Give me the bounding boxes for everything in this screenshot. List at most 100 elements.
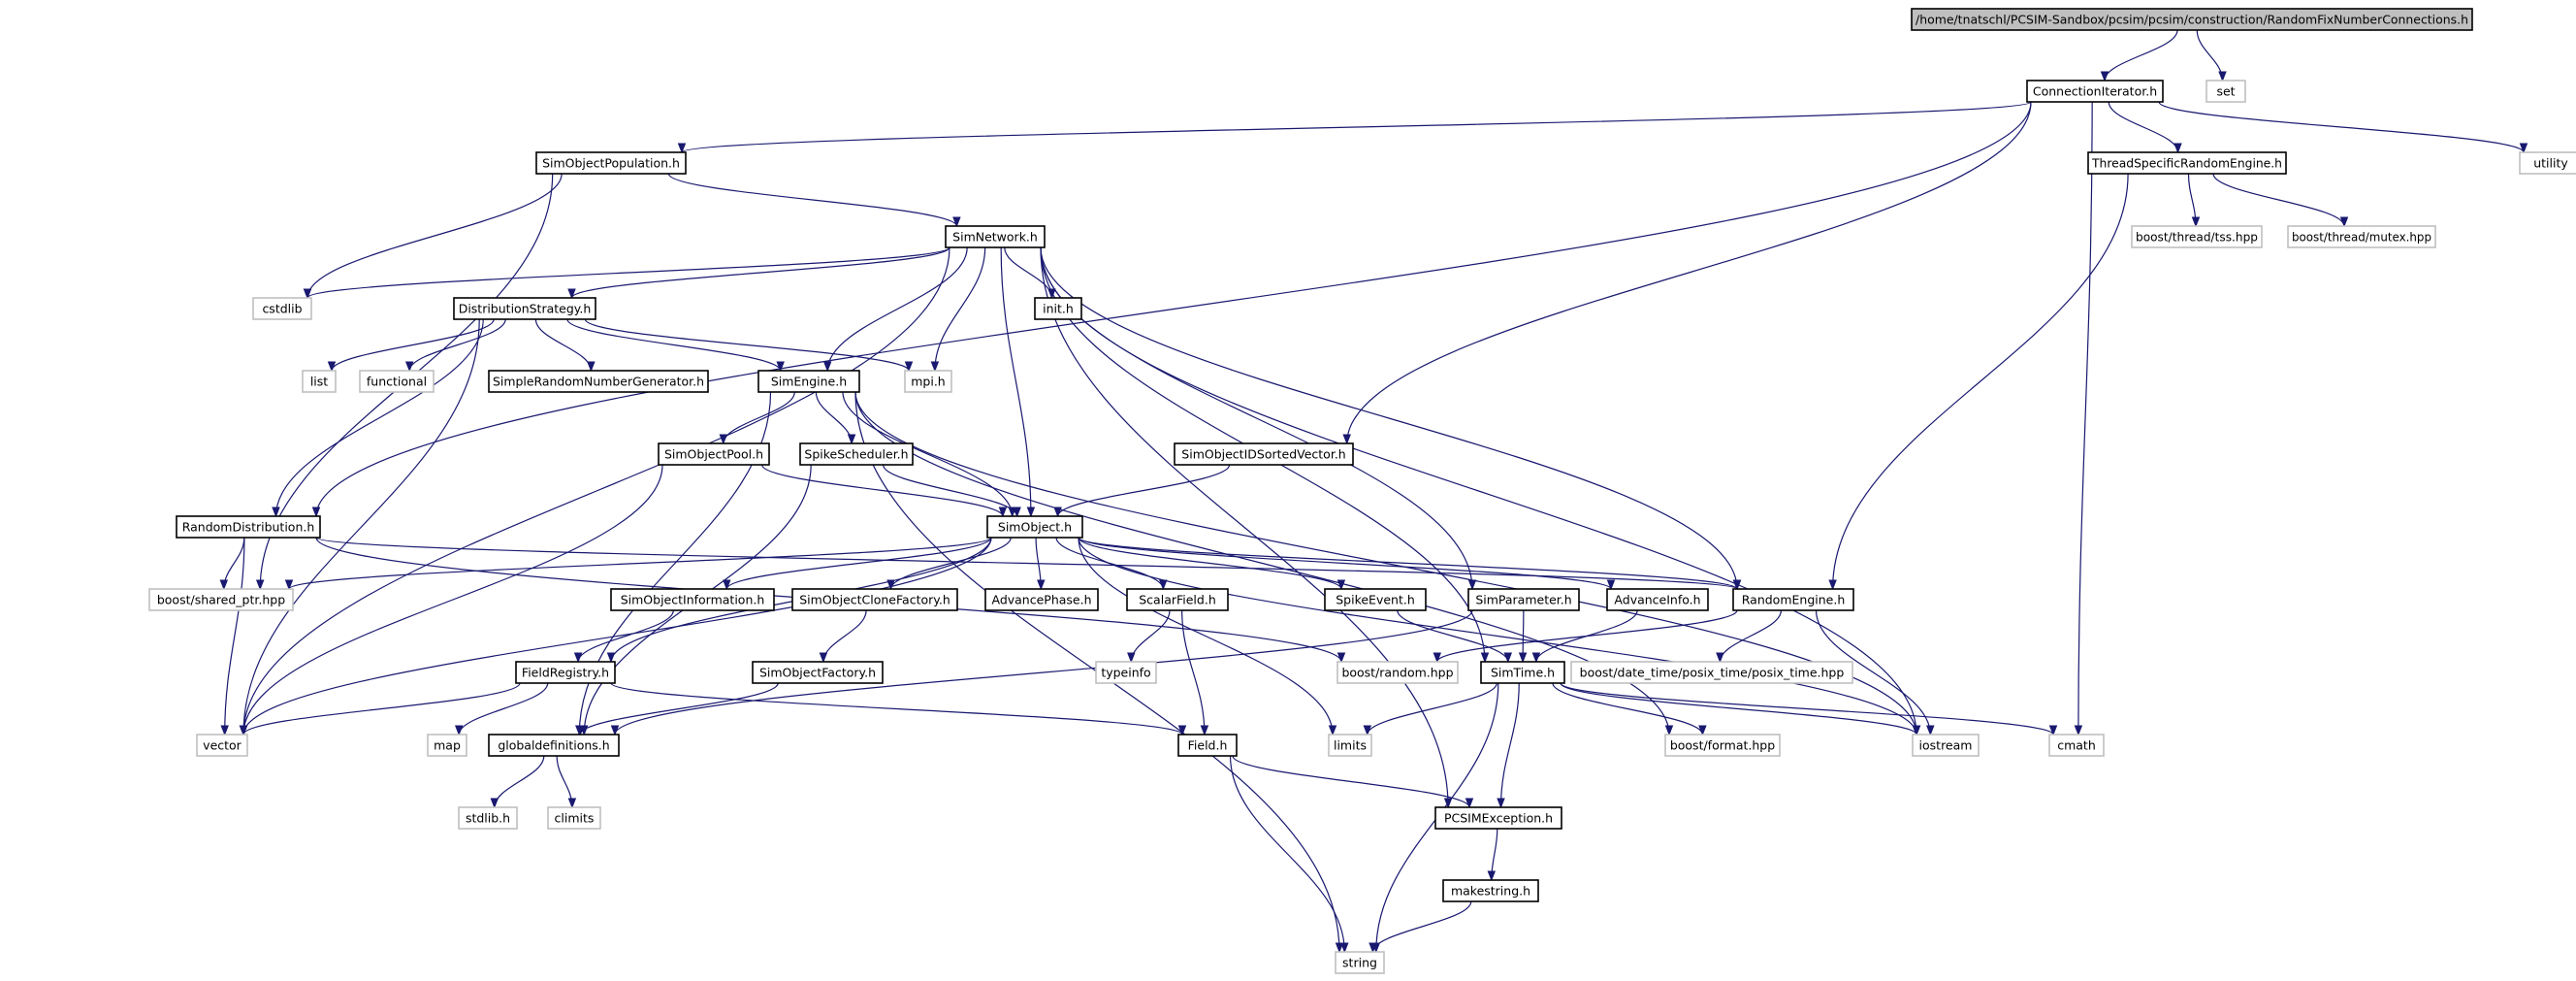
edge-simnetwork-to-distributionstrategy — [567, 246, 950, 300]
edge-fieldregistry-to-field — [610, 682, 1187, 736]
node-simobject[interactable]: SimObject.h — [986, 515, 1083, 539]
node-spikeevent[interactable]: SpikeEvent.h — [1324, 588, 1427, 611]
edge-simobject-to-randomengine — [1078, 537, 1742, 591]
node-box — [148, 588, 294, 611]
node-box — [515, 661, 616, 684]
node-simobjectpool[interactable]: SimObjectPool.h — [658, 442, 770, 466]
node-label: boost/random.hpp — [1341, 666, 1453, 680]
node-box — [904, 370, 952, 393]
node-box — [1336, 661, 1459, 684]
node-simengine[interactable]: SimEngine.h — [757, 370, 860, 393]
node-label: limits — [1334, 738, 1367, 753]
node-randomdistribution[interactable]: RandomDistribution.h — [176, 515, 321, 539]
node-box — [2287, 225, 2436, 248]
node-cstdlib: cstdlib — [252, 297, 312, 320]
edge-connectioniterator-to-threadspecificrandomengine — [2108, 101, 2182, 154]
node-label: utility — [2533, 156, 2568, 171]
node-mutex: boost/thread/mutex.hpp — [2287, 225, 2436, 248]
edge-simtime-to-pcsimexception — [1497, 682, 1520, 809]
edge-fieldregistry-to-map — [454, 682, 549, 736]
node-box — [488, 734, 620, 757]
edge-distributionstrategy-to-simengine — [566, 318, 785, 373]
node-iostream: iostream — [1912, 734, 1980, 757]
node-boostrandom: boost/random.hpp — [1336, 661, 1459, 684]
node-box — [757, 370, 860, 393]
node-box — [986, 515, 1083, 539]
node-list: list — [302, 370, 337, 393]
node-box — [1570, 661, 1853, 684]
node-label: SimObjectPool.h — [664, 447, 763, 462]
node-distributionstrategy[interactable]: DistributionStrategy.h — [453, 297, 596, 320]
edge-distributionstrategy-to-mpi — [584, 318, 914, 373]
edge-simnetwork-to-cstdlib — [303, 246, 950, 300]
edge-globaldefinitions-to-stdlib — [490, 755, 545, 809]
node-box — [302, 370, 337, 393]
node-simtime[interactable]: SimTime.h — [1480, 661, 1565, 684]
edge-simobject-to-sharedptr — [284, 537, 992, 591]
node-vector: vector — [196, 734, 248, 757]
node-field[interactable]: Field.h — [1177, 734, 1238, 757]
node-typeinfo: typeinfo — [1095, 661, 1157, 684]
edge-simtime-to-cmath — [1560, 682, 2058, 736]
node-threadspecificrandomengine[interactable]: ThreadSpecificRandomEngine.h — [2087, 151, 2287, 175]
node-box — [535, 151, 687, 175]
edge-globaldefinitions-to-climits — [556, 755, 577, 809]
node-box — [196, 734, 248, 757]
node-advanceinfo[interactable]: AdvanceInfo.h — [1606, 588, 1709, 611]
node-box — [427, 734, 467, 757]
node-randomengine[interactable]: RandomEngine.h — [1732, 588, 1854, 611]
node-simparameter[interactable]: SimParameter.h — [1467, 588, 1580, 611]
node-box — [1126, 588, 1229, 611]
node-simobjectidsortedvector[interactable]: SimObjectIDSortedVector.h — [1174, 442, 1354, 466]
node-simplerng[interactable]: SimpleRandomNumberGenerator.h — [488, 370, 709, 393]
node-simobjectinformation[interactable]: SimObjectInformation.h — [610, 588, 775, 611]
edge-field-to-pcsimexception — [1232, 755, 1474, 809]
node-globaldefinitions[interactable]: globaldefinitions.h — [488, 734, 620, 757]
node-fieldregistry[interactable]: FieldRegistry.h — [515, 661, 616, 684]
node-label: stdlib.h — [466, 811, 510, 826]
edge-simparameter-to-simtime — [1518, 609, 1528, 664]
node-sharedptr: boost/shared_ptr.hpp — [148, 588, 294, 611]
node-label: FieldRegistry.h — [522, 666, 609, 680]
edge-fieldregistry-to-vector — [239, 682, 521, 736]
node-label: boost/thread/tss.hpp — [2136, 230, 2258, 245]
node-box — [176, 515, 321, 539]
node-posixtime: boost/date_time/posix_time/posix_time.hp… — [1570, 661, 1853, 684]
node-simobjectpopulation[interactable]: SimObjectPopulation.h — [535, 151, 687, 175]
node-label: DistributionStrategy.h — [459, 302, 592, 316]
edge-simtime-to-boostformat — [1552, 682, 1707, 736]
edge-simnetwork-to-pcsimexception — [1040, 246, 1453, 809]
node-stdlib: stdlib.h — [458, 806, 518, 830]
node-set: set — [2206, 80, 2246, 103]
edge-distributionstrategy-to-randomdistribution — [272, 318, 484, 518]
node-pcsimexception[interactable]: PCSIMException.h — [1434, 806, 1562, 830]
node-spikescheduler[interactable]: SpikeScheduler.h — [799, 442, 914, 466]
node-label: SimObjectFactory.h — [759, 666, 876, 680]
node-label: SimObjectPopulation.h — [542, 156, 680, 171]
node-label: set — [2216, 84, 2235, 99]
node-box — [658, 442, 770, 466]
edge-simobjectinformation-to-fieldregistry — [573, 609, 674, 664]
node-advancephase[interactable]: AdvancePhase.h — [984, 588, 1099, 611]
node-box — [1664, 734, 1781, 757]
node-box — [488, 370, 709, 393]
node-connectioniterator[interactable]: ConnectionIterator.h — [2026, 80, 2164, 103]
node-box — [2048, 734, 2105, 757]
edge-simobjectidsortedvector-to-simobject — [1053, 464, 1231, 518]
node-label: cmath — [2057, 738, 2096, 753]
node-scalarfield[interactable]: ScalarField.h — [1126, 588, 1229, 611]
node-label: boost/date_time/posix_time/posix_time.hp… — [1580, 666, 1845, 680]
node-box — [458, 806, 518, 830]
node-init[interactable]: init.h — [1034, 297, 1082, 320]
edge-scalarfield-to-typeinfo — [1127, 609, 1171, 664]
edge-simobject-to-advanceinfo — [1078, 537, 1616, 591]
node-makestring[interactable]: makestring.h — [1442, 879, 1539, 902]
node-simobjectfactory[interactable]: SimObjectFactory.h — [752, 661, 884, 684]
edge-connectioniterator-to-randomdistribution — [311, 101, 2032, 518]
node-simobjectclonefactory[interactable]: SimObjectCloneFactory.h — [791, 588, 958, 611]
edge-pcsimexception-to-makestring — [1487, 828, 1498, 882]
node-simnetwork[interactable]: SimNetwork.h — [945, 225, 1046, 248]
edge-simengine-to-spikescheduler — [815, 391, 856, 445]
node-box — [2087, 151, 2287, 175]
node-label: functional — [367, 375, 427, 389]
